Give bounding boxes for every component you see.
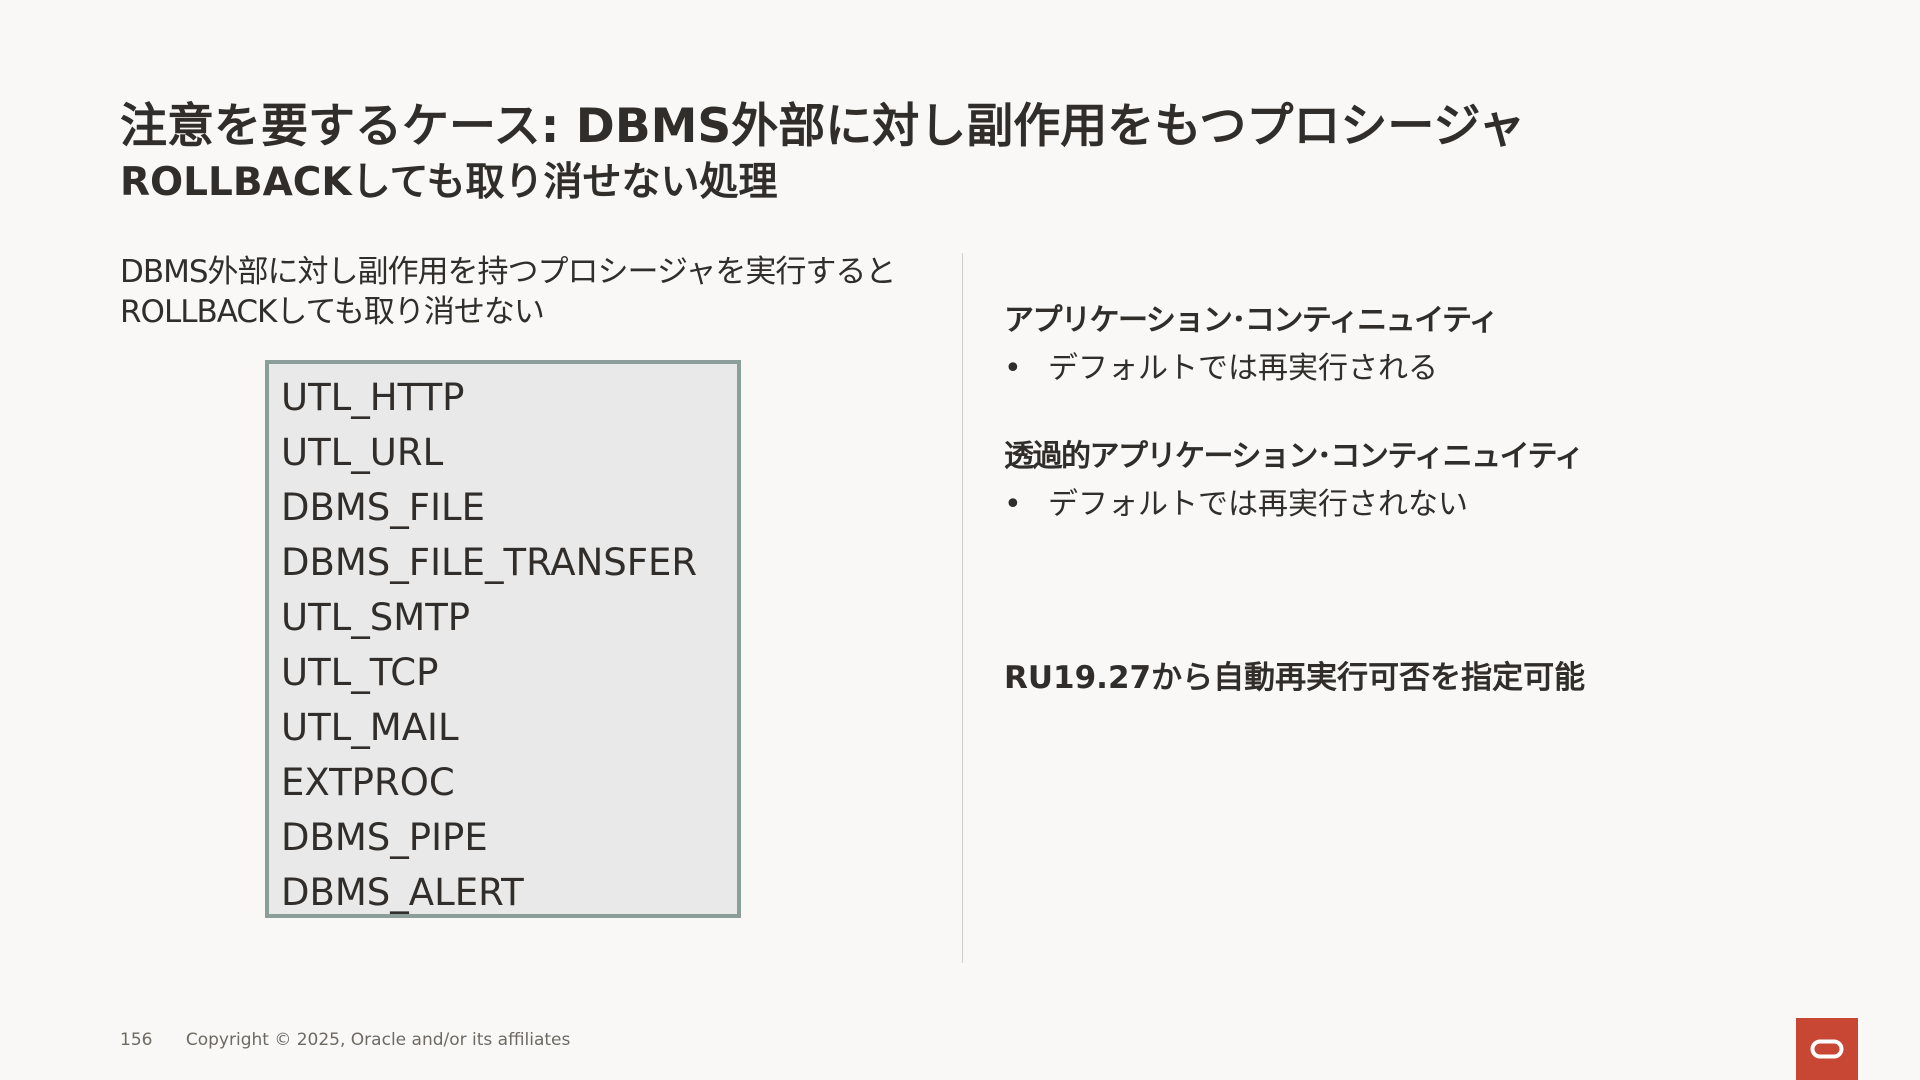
footer: 156 Copyright © 2025, Oracle and/or its …	[120, 1030, 570, 1050]
oracle-logo-icon	[1796, 1018, 1858, 1080]
section-heading: アプリケーション･コンティニュイティ	[1004, 303, 1499, 338]
package-item: UTL_MAIL	[281, 706, 459, 749]
package-item: DBMS_PIPE	[281, 816, 488, 859]
bullet-text: デフォルトでは再実行される	[1048, 351, 1438, 386]
intro-text: DBMS外部に対し副作用を持つプロシージャを実行すると ROLLBACKしても取…	[120, 252, 920, 332]
package-item: UTL_HTTP	[281, 376, 465, 419]
ru-note: RU19.27から自動再実行可否を指定可能	[1004, 660, 1586, 696]
section-transparent-application-continuity: 透過的アプリケーション･コンティニュイティ • デフォルトでは再実行されない	[1004, 436, 1764, 526]
section-application-continuity: アプリケーション･コンティニュイティ • デフォルトでは再実行される	[1004, 300, 1764, 390]
slide-subtitle: ROLLBACKしても取り消せない処理	[120, 160, 778, 205]
bullet-item: • デフォルトでは再実行されない	[1004, 484, 1764, 526]
package-item: DBMS_ALERT	[281, 871, 524, 914]
bullet-text: デフォルトでは再実行されない	[1048, 487, 1468, 522]
package-item: UTL_SMTP	[281, 596, 471, 639]
bullet-item: • デフォルトでは再実行される	[1004, 348, 1764, 390]
package-item: UTL_URL	[281, 431, 444, 474]
package-item: UTL_TCP	[281, 651, 439, 694]
right-column: アプリケーション･コンティニュイティ • デフォルトでは再実行される 透過的アプ…	[1004, 300, 1764, 526]
bullet-glyph: •	[1004, 487, 1022, 522]
copyright-text: Copyright © 2025, Oracle and/or its affi…	[185, 1030, 571, 1050]
column-divider	[962, 253, 963, 963]
intro-line-1: DBMS外部に対し副作用を持つプロシージャを実行すると	[120, 254, 896, 290]
slide-title: 注意を要するケース: DBMS外部に対し副作用をもつプロシージャ	[120, 99, 1526, 154]
package-list-box: UTL_HTTP UTL_URL DBMS_FILE DBMS_FILE_TRA…	[265, 360, 741, 918]
package-item: EXTPROC	[281, 761, 455, 804]
package-item: DBMS_FILE	[281, 486, 485, 529]
intro-line-2: ROLLBACKしても取り消せない	[120, 294, 545, 330]
oracle-logo-shape	[1810, 1039, 1844, 1059]
section-heading: 透過的アプリケーション･コンティニュイティ	[1004, 439, 1584, 474]
page-number: 156	[120, 1030, 153, 1050]
package-item: DBMS_FILE_TRANSFER	[281, 541, 698, 584]
bullet-glyph: •	[1004, 351, 1022, 386]
